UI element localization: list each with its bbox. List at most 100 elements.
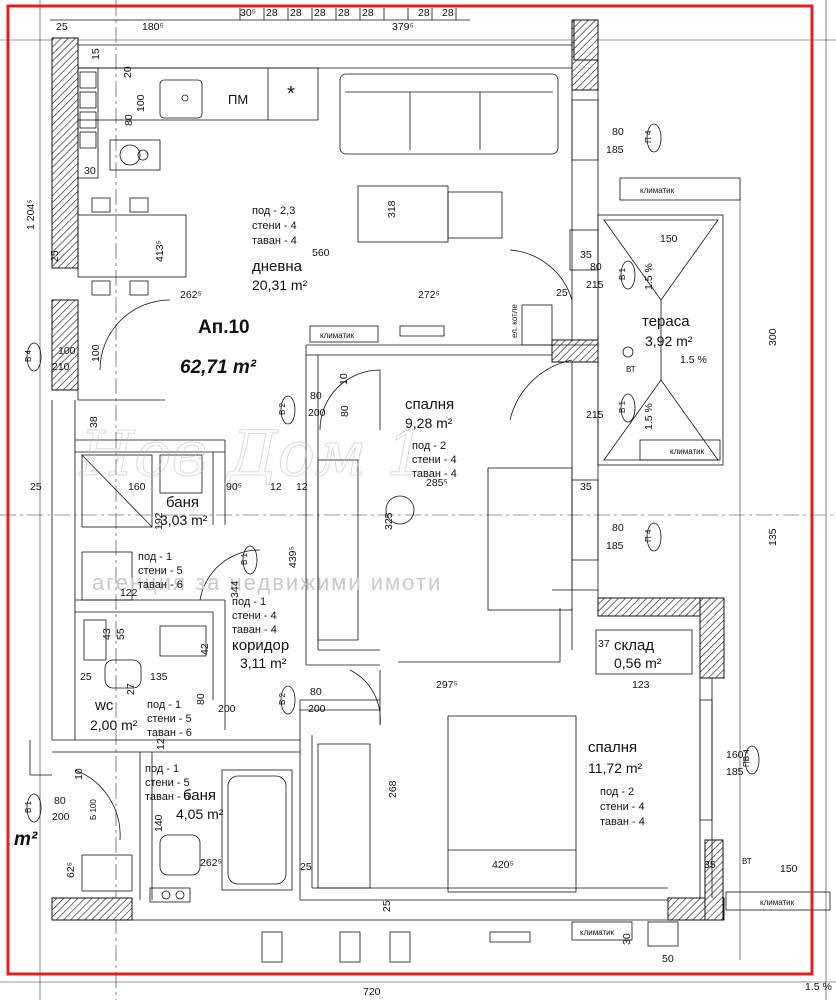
tag-b1-terrace: В 1 [618,267,627,280]
dim-25-d: 25 [381,900,393,912]
apartment-area: 62,71 m² [180,357,257,378]
dim-80-terr: 80 [590,261,602,273]
tag-b1-corridor: В 1 [240,552,249,565]
dim-100: 100 [58,345,76,357]
corridor-floor: под - 1 [232,596,266,608]
wc-area: 2,00 m² [90,717,138,733]
dim-150: 150 [660,233,678,245]
bedroom1-floor: под - 2 [412,440,446,452]
bedroom2-floor: под - 2 [600,786,634,798]
terrace-slope-4: 1.5 % [805,981,832,993]
outer-walls [51,19,725,921]
dim-25-wc: 25 [80,671,92,683]
dim-50: 50 [662,953,674,965]
tag-b2-bedroom2: В 2 [278,692,287,705]
aircon-label-bottom: климатик [760,898,795,907]
dim-90: 90⁵ [226,481,242,493]
dim-215-b: 215 [586,409,604,421]
dim-160: 160 [128,481,146,493]
dimensions: 25 180⁵ 30⁵ 28 28 28 28 28 379⁵ 28 28 1 … [25,7,798,998]
tag-b2-bedroom1: В 2 [278,402,287,415]
storage-area: 0,56 m² [614,655,662,671]
dim-122: 122 [120,587,138,599]
dim-200-wc: 200 [218,703,236,715]
dim-80-bath: 80 [54,795,66,807]
dim-top-28f: 28 [418,7,430,19]
dim-200-b1: 200 [308,407,326,419]
dim-38: 38 [88,416,100,428]
terrace-slope-3: 1.5 % [643,403,655,430]
dim-297: 297⁵ [436,679,458,691]
dim-300: 300 [767,328,779,346]
dim-42: 42 [199,643,211,655]
dim-25-a: 25 [556,287,568,299]
bath2-ceiling: таван - 6 [145,791,190,803]
living-ceiling: таван - 4 [252,235,297,247]
dim-272: 272⁵ [418,289,440,301]
bath2-walls: стени - 5 [145,777,190,789]
dim-80-k: 80 [123,114,135,126]
dim-12-b: 12 [296,481,308,493]
corridor-area: 3,11 m² [240,655,287,671]
aircon-label-living: климатик [320,331,355,340]
tag-b1-bath: В 1 [24,800,33,813]
dim-top-379: 379⁵ [392,21,414,33]
dim-12-c: 12 [155,738,167,750]
wc-walls: стени - 5 [147,713,192,725]
kitchen-pm-label: ПМ [228,92,248,107]
bathroom-fixtures [81,454,293,903]
terrace-slope-1: 1.5 % [643,263,655,290]
dim-215: 215 [586,279,604,291]
dining-table [77,185,503,296]
dim-262-b: 262⁵ [200,857,222,869]
dim-30-b: 30 [621,933,633,945]
boiler-label: ел. котле [510,304,519,338]
apartment-name: Ап.10 [198,317,250,338]
tag-p4-top: П 4 [644,130,653,143]
dim-185-mid: 185 [606,540,624,552]
bath1-floor: под - 1 [138,551,172,563]
dim-27: 27 [125,683,137,695]
kitchen-star-label: * [287,83,295,105]
dim-200-bath: 200 [52,811,70,823]
dim-560: 560 [312,247,330,259]
dim-25-c: 25 [300,861,312,873]
dim-43: 43 [101,628,113,640]
dim-62: 62⁵ [65,862,77,878]
bath2-name: баня [183,787,216,804]
bath2-floor: под - 1 [145,763,179,775]
corridor-ceiling: таван - 4 [232,624,277,636]
dim-192: 192 [153,512,165,530]
dim-35-c: 35 [704,859,716,871]
dim-100-v: 100 [90,344,102,362]
dim-344: 344 [229,580,241,598]
dim-35-b: 35 [580,481,592,493]
dim-25-b: 25 [30,481,42,493]
dim-80-b2: 80 [310,686,322,698]
dim-top-28d: 28 [338,7,350,19]
vt-label-terrace: ВТ [626,365,636,374]
wc-ceiling: таван - 6 [147,727,192,739]
terrace-area: 3,92 m² [645,333,693,349]
bath1-ceiling: таван - 6 [138,579,183,591]
dim-80-b1: 80 [310,390,322,402]
bedroom2-walls: стени - 4 [600,801,645,813]
apartment-partial-area: m² [14,829,38,850]
dim-262: 262⁵ [180,289,202,301]
dim-30-k: 30 [84,165,96,177]
dim-318: 318 [386,200,398,218]
living-walls: стени - 4 [252,220,297,232]
terrace-name: тераса [642,313,690,330]
living-area: 20,31 m² [252,277,308,293]
bedroom2-ceiling: таван - 4 [600,816,645,828]
aircon-units [261,99,831,963]
bedroom1-area: 9,28 m² [405,415,453,431]
dim-80-top: 80 [612,126,624,138]
dim-25-v: 25 [49,250,61,262]
sofa [339,73,559,155]
dim-80-b1v: 80 [339,405,351,417]
tag-b1-terrace-2: В 1 [618,400,627,413]
tag-b4: В 4 [24,349,33,362]
dim-top-28b: 28 [290,7,302,19]
